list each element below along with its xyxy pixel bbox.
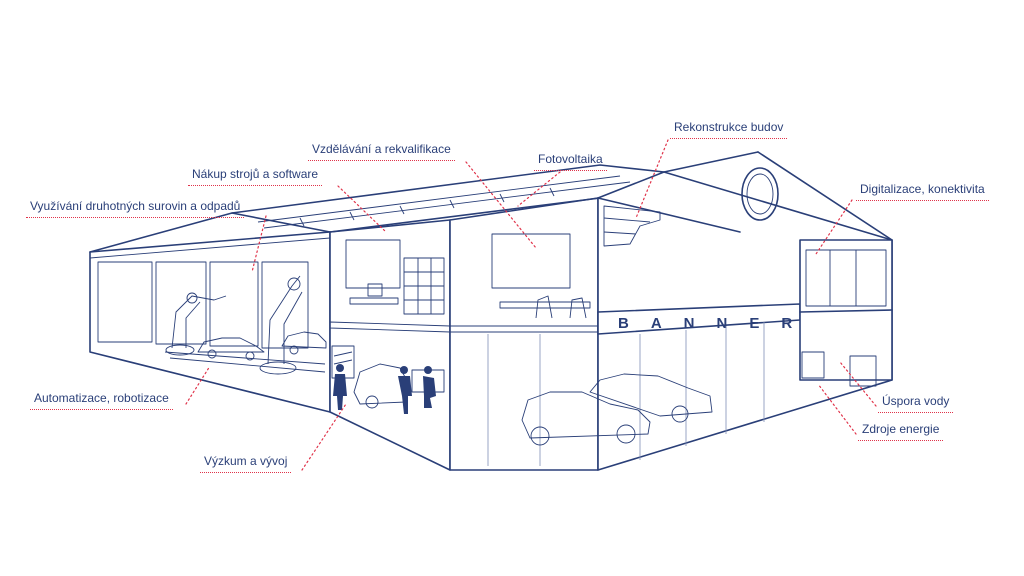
- person-icon: [423, 366, 436, 408]
- robot-arm-icon: [259, 275, 303, 375]
- leader-lines: [185, 139, 877, 471]
- label-zdroje-energie: Zdroje energie: [857, 422, 944, 441]
- person-icon: [333, 364, 347, 410]
- car-icon: [197, 337, 265, 361]
- car-icon: [589, 373, 713, 423]
- car-icon: [281, 331, 327, 355]
- label-automatizace: Automatizace, robotizace: [30, 391, 173, 410]
- label-digitalizace: Digitalizace, konektivita: [856, 182, 989, 201]
- car-icon: [521, 391, 651, 446]
- label-vyzkum: Výzkum a vývoj: [199, 454, 292, 473]
- banner-sign: BANNER: [618, 315, 814, 332]
- solar-panels: [257, 175, 631, 229]
- label-vyuzivani-surovin: Využívání druhotných surovin a odpadů: [25, 199, 245, 218]
- person-icon: [398, 366, 412, 414]
- production-hall: [89, 212, 331, 413]
- label-vzdelavani: Vzdělávání a rekvalifikace: [308, 142, 455, 161]
- label-fotovoltaika: Fotovoltaika: [534, 152, 607, 171]
- showroom: BANNER: [521, 151, 893, 471]
- label-nakup-stroju: Nákup strojů a software: [187, 167, 323, 186]
- center-block: [231, 164, 665, 471]
- robot-arm-icon: [165, 292, 227, 356]
- label-rekonstrukce-budov: Rekonstrukce budov: [669, 120, 788, 139]
- label-uspora-vody: Úspora vody: [877, 394, 954, 413]
